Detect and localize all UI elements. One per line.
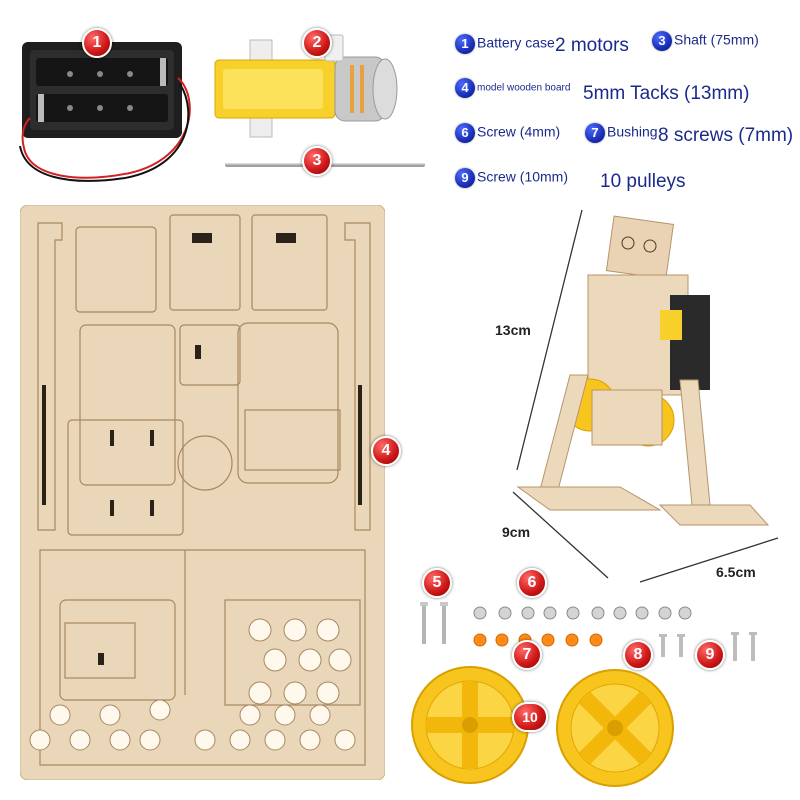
label-num-1: 1 — [455, 34, 475, 54]
badge-5: 5 — [422, 568, 452, 598]
badge-10: 10 — [512, 702, 548, 732]
label-motors: 2 motors — [555, 35, 629, 56]
wooden-board-photo — [19, 204, 386, 781]
label-num-3: 3 — [652, 31, 672, 51]
depth-dimension: 6.5cm — [716, 564, 756, 580]
label-num-6: 6 — [455, 123, 475, 143]
small-screws-photo — [470, 603, 695, 623]
badge-7: 7 — [512, 640, 542, 670]
label-num-7: 7 — [585, 123, 605, 143]
height-dimension: 13cm — [495, 322, 531, 338]
badge-2: 2 — [302, 28, 332, 58]
badge-9: 9 — [695, 640, 725, 670]
bushings-photo — [470, 630, 610, 650]
gear-motor-photo — [205, 25, 410, 145]
badge-3: 3 — [302, 146, 332, 176]
pulleys-photo — [405, 660, 680, 795]
label-tacks: 5mm Tacks (13mm) — [583, 83, 750, 104]
screws-10mm-photo — [727, 630, 767, 664]
label-pulleys: 10 pulleys — [600, 171, 686, 192]
badge-1: 1 — [82, 28, 112, 58]
battery-case-photo — [10, 18, 200, 198]
label-num-4: 4 — [455, 78, 475, 98]
assembled-robot-photo — [510, 215, 770, 560]
screws-7mm-photo — [655, 632, 695, 662]
width-dimension: 9cm — [502, 524, 531, 540]
badge-4: 4 — [371, 436, 401, 466]
badge-6: 6 — [517, 568, 547, 598]
badge-8: 8 — [623, 640, 653, 670]
label-num-9: 9 — [455, 168, 475, 188]
label-screws-7mm: 8 screws (7mm) — [658, 125, 794, 146]
tacks-photo — [410, 598, 460, 648]
